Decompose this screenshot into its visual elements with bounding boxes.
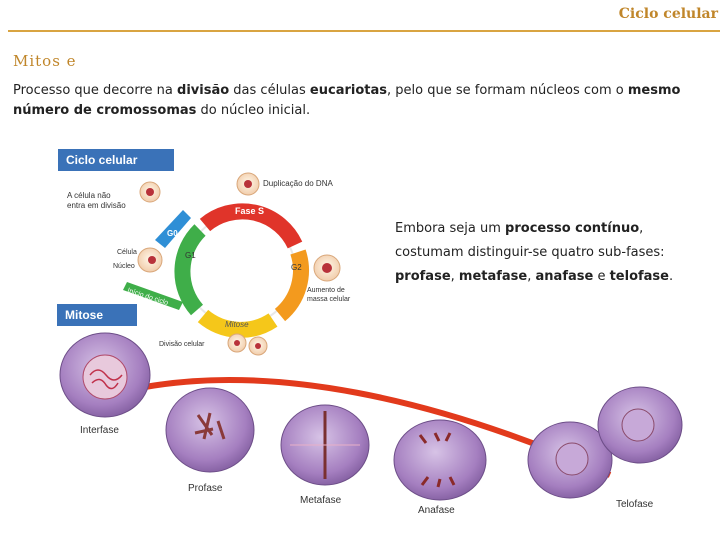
phases-paragraph: Embora seja um processo contínuo, costum… (395, 217, 715, 289)
cell-s (236, 172, 260, 196)
phase-profase: profase (395, 269, 451, 284)
mitose-badge: Mitose (57, 304, 137, 326)
cell-cycle-diagram: Fase S G2 G1 Mitose G0 Início do ciclo A… (67, 172, 351, 356)
g0-arrow (155, 210, 191, 248)
phase-metafase: metafase (458, 269, 528, 284)
cell-metafase (280, 404, 370, 486)
cell-g2 (313, 254, 341, 282)
side-bold-processo: processo contínuo (505, 221, 640, 236)
cell-telofase (527, 386, 683, 499)
anafase-label: Anafase (418, 505, 455, 516)
no-division-label-2: entra em divisão (67, 201, 126, 210)
cell-g1 (137, 247, 163, 273)
profase-label: Profase (188, 483, 223, 494)
phase-telofase: telofase (609, 269, 669, 284)
telofase-label: Telofase (616, 499, 654, 510)
interfase-label: Interfase (80, 425, 119, 436)
divisao-label: Divisão celular (159, 341, 205, 348)
side-sep: , (450, 269, 459, 284)
ring-g1 (174, 224, 206, 316)
ring-g2 (274, 249, 309, 322)
cell-interfase (59, 332, 151, 418)
g2-label: G2 (291, 263, 302, 272)
aumento-label-2: massa celular (307, 296, 351, 303)
g0-label: G0 (167, 229, 178, 238)
cell-anafase (393, 419, 487, 501)
side-text-line2: costumam distinguir-se quatro sub-fases: (395, 245, 665, 260)
ring-fase-s (199, 203, 303, 249)
intro-text: Processo que decorre na (13, 83, 178, 98)
side-sep: , (527, 269, 536, 284)
start-arrow (123, 282, 183, 310)
intro-text: das células (229, 83, 310, 98)
side-text: , (639, 221, 644, 236)
mitosis-stages-diagram: Interfase Profase Metafase Anafase Telof… (59, 332, 683, 516)
slide-title: Ciclo celular (618, 6, 718, 22)
no-division-label: A célula não (67, 191, 111, 200)
section-heading: Mitos e (13, 52, 77, 70)
aumento-label: Aumento de (307, 287, 345, 294)
title-rule (8, 30, 720, 32)
cell-profase (165, 387, 255, 473)
cell-division (227, 333, 268, 356)
intro-paragraph: Processo que decorre na divisão das célu… (13, 81, 713, 121)
side-text: Embora seja um (395, 221, 506, 236)
mitose-ring-label: Mitose (225, 320, 249, 329)
cell-g0 (139, 181, 161, 203)
phase-anafase: anafase (535, 269, 594, 284)
intro-bold-eucariotas: eucariotas (309, 83, 387, 98)
side-sep: . (668, 269, 674, 284)
intro-text: do núcleo inicial. (196, 103, 311, 118)
fase-s-label: Fase S (235, 206, 264, 216)
side-sep: e (593, 269, 610, 284)
cycle-badge: Ciclo celular (58, 149, 174, 171)
intro-text: , pelo que se formam núcleos com o (387, 83, 628, 98)
ring-mitose (197, 309, 278, 338)
top-bar: Ciclo celular (0, 0, 728, 32)
metafase-label: Metafase (300, 495, 342, 506)
nucleo-label: Núcleo (113, 263, 135, 270)
dna-dup-label: Duplicação do DNA (263, 179, 333, 188)
intro-bold-cromossomas: mesmo número de cromossomas (13, 83, 681, 118)
celula-label: Célula (117, 249, 137, 256)
intro-bold-divisao: divisão (177, 83, 230, 98)
g1-label: G1 (185, 251, 196, 260)
